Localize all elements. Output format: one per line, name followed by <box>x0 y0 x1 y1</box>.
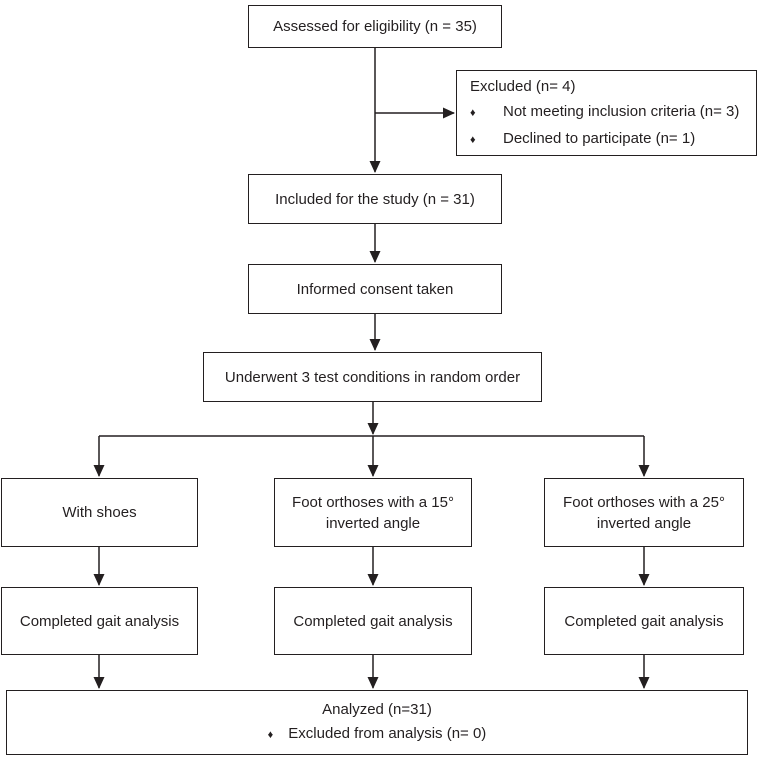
diamond-bullet-icon: ♦ <box>470 106 476 119</box>
node-analyzed-title: Analyzed (n=31) <box>322 701 432 718</box>
node-analyzed: Analyzed (n=31) ♦ Excluded from analysis… <box>6 690 748 755</box>
node-orthoses-25: Foot orthoses with a 25° inverted angle <box>544 478 744 547</box>
node-test-conditions: Underwent 3 test conditions in random or… <box>203 352 542 402</box>
analyzed-item-row: ♦ Excluded from analysis (n= 0) <box>268 722 487 747</box>
node-assessed-for-eligibility: Assessed for eligibility (n = 35) <box>248 5 502 48</box>
node-consent-label: Informed consent taken <box>296 280 454 298</box>
node-gait-analysis-15: Completed gait analysis <box>274 587 472 655</box>
excluded-item-row: ♦ Not meeting inclusion criteria (n= 3) <box>470 99 739 126</box>
node-gait1-label: Completed gait analysis <box>19 612 180 630</box>
node-excluded-title: Excluded (n= 4) <box>470 77 576 95</box>
excluded-item-text: Not meeting inclusion criteria (n= 3) <box>503 102 740 120</box>
node-orthoses15-label: Foot orthoses with a 15° inverted angle <box>292 493 454 532</box>
node-gait-analysis-25: Completed gait analysis <box>544 587 744 655</box>
diamond-bullet-icon: ♦ <box>470 133 476 146</box>
diamond-bullet-icon: ♦ <box>267 729 274 741</box>
node-included-label: Included for the study (n = 31) <box>275 190 475 208</box>
excluded-item-row: ♦ Declined to participate (n= 1) <box>470 126 695 153</box>
node-orthoses-15: Foot orthoses with a 15° inverted angle <box>274 478 472 547</box>
node-gait3-label: Completed gait analysis <box>564 612 724 630</box>
node-gait-analysis-shoes: Completed gait analysis <box>1 587 198 655</box>
node-informed-consent: Informed consent taken <box>248 264 502 314</box>
node-included-for-study: Included for the study (n = 31) <box>248 174 502 224</box>
node-with-shoes: With shoes <box>1 478 198 547</box>
node-gait2-label: Completed gait analysis <box>293 612 453 630</box>
node-orthoses25-label: Foot orthoses with a 25° inverted angle <box>563 493 725 532</box>
node-conditions-label: Underwent 3 test conditions in random or… <box>224 368 521 386</box>
node-shoes-label: With shoes <box>62 504 137 521</box>
analyzed-item-text: Excluded from analysis (n= 0) <box>288 725 487 742</box>
node-assessed-label: Assessed for eligibility (n = 35) <box>273 18 477 35</box>
node-excluded: Excluded (n= 4) ♦ Not meeting inclusion … <box>456 70 757 156</box>
excluded-item-text: Declined to participate (n= 1) <box>503 129 696 147</box>
